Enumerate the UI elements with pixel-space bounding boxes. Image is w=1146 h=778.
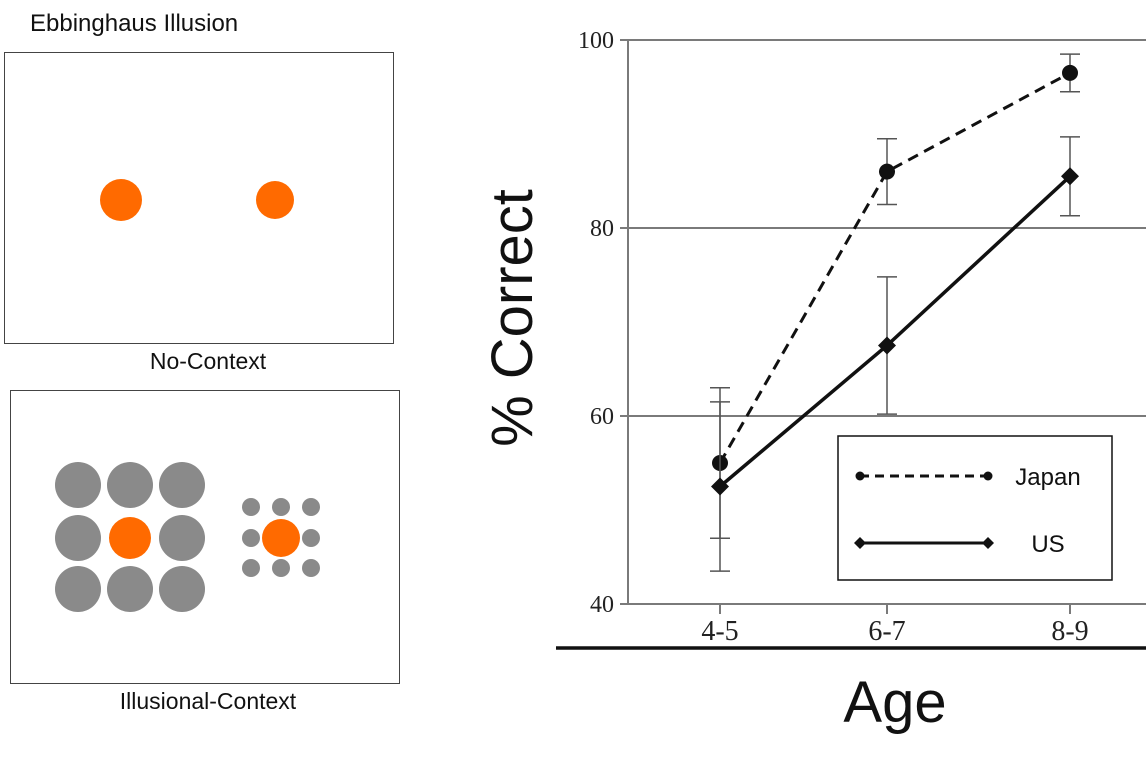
- y-tick-label: 60: [590, 404, 614, 430]
- data-point-japan: [1062, 64, 1078, 81]
- small-inducer-group: [242, 498, 320, 577]
- y-axis-label: % Correct: [480, 189, 545, 447]
- legend-label-japan: Japan: [1015, 464, 1080, 491]
- legend-marker: [854, 537, 866, 549]
- large-inducer-circle: [159, 515, 205, 561]
- legend-label-us: US: [1031, 531, 1064, 558]
- small-inducer-circle: [302, 498, 320, 516]
- y-tick-label: 40: [590, 592, 614, 618]
- large-inducer-circle: [55, 566, 101, 612]
- large-inducer-circle: [55, 515, 101, 561]
- target-circle-small-context: [262, 519, 300, 557]
- data-point-us: [711, 477, 729, 496]
- legend-box: [837, 435, 1113, 581]
- large-inducer-circle: [55, 462, 101, 508]
- no-context-caption: No-Context: [149, 348, 267, 374]
- legend-marker: [982, 537, 994, 549]
- no-context-illustration: [100, 179, 294, 221]
- legend-marker: [983, 471, 993, 481]
- data-point-japan: [879, 163, 895, 180]
- large-inducer-circle: [107, 462, 153, 508]
- y-tick-label: 80: [590, 216, 614, 242]
- illusional-context-caption: Illusional-Context: [119, 688, 297, 714]
- small-inducer-circle: [272, 559, 290, 577]
- small-inducer-circle: [242, 529, 260, 547]
- no-context-panel: [4, 52, 394, 344]
- figure-title: Ebbinghaus Illusion: [30, 10, 239, 37]
- target-circle-large-context: [109, 517, 151, 559]
- small-inducer-circle: [302, 529, 320, 547]
- large-inducer-circle: [159, 462, 205, 508]
- x-tick-label: 8-9: [1051, 616, 1088, 647]
- small-inducer-circle: [242, 498, 260, 516]
- small-inducer-circle: [242, 559, 260, 577]
- x-tick-label: 6-7: [868, 616, 905, 647]
- target-circle-right: [256, 181, 294, 219]
- legend-marker: [855, 471, 865, 481]
- x-tick-label: 4-5: [701, 616, 738, 647]
- illusional-context-panel: [10, 390, 400, 684]
- large-inducer-circle: [107, 566, 153, 612]
- series-line-japan: [718, 71, 1071, 464]
- target-circle-left: [100, 179, 142, 221]
- small-inducer-circle: [302, 559, 320, 577]
- data-point-us: [1061, 167, 1079, 186]
- data-point-us: [878, 336, 896, 355]
- large-inducer-circle: [159, 566, 205, 612]
- x-axis-label: Age: [843, 670, 946, 735]
- illusional-context-illustration: [55, 462, 320, 612]
- y-tick-label: 100: [578, 28, 614, 54]
- large-inducer-group: [55, 462, 205, 612]
- small-inducer-circle: [272, 498, 290, 516]
